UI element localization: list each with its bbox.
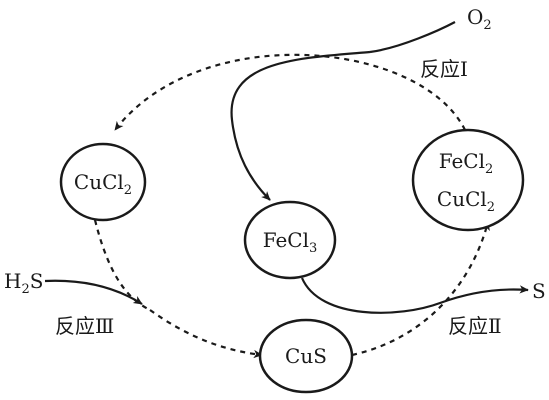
dashed-arc-bottom-right (351, 221, 490, 357)
h2s-input-arrow (44, 279, 143, 305)
cucl2-mixed-subscript: 2 (487, 200, 495, 215)
reaction-1-label: 反应Ⅰ (420, 57, 468, 81)
cucl2-mixed-formula: CuCl (437, 187, 487, 211)
node-cucl2: CuCl2 (59, 142, 147, 222)
h2s-label: H2S (4, 269, 43, 297)
sulfur-output-arrow (300, 277, 529, 314)
svg-text:FeCl3: FeCl3 (263, 228, 318, 256)
cus-formula: CuS (285, 344, 327, 368)
svg-text:CuCl2: CuCl2 (74, 170, 132, 198)
node-cus: CuS (258, 318, 354, 394)
dashed-arc-top (114, 53, 466, 131)
o2-label: O2 (467, 5, 492, 33)
fecl3-regeneration-arrow (230, 50, 371, 201)
svg-text:FeCl2: FeCl2 (439, 149, 494, 177)
reaction-3-label: 反应Ⅲ (55, 314, 114, 338)
sulfur-label: S (532, 279, 546, 303)
node-fecl2-cucl2: FeCl2 CuCl2 (411, 128, 525, 232)
cucl2-subscript: 2 (124, 183, 132, 198)
svg-text:CuCl2: CuCl2 (437, 187, 495, 215)
cucl2-formula: CuCl (74, 170, 124, 194)
node-fecl3: FeCl3 (243, 200, 337, 280)
reaction-2-label: 反应Ⅱ (448, 314, 502, 338)
dashed-arc-left (93, 219, 151, 311)
dashed-arc-bottom-left (149, 309, 263, 359)
fecl2-formula: FeCl (439, 149, 485, 173)
fecl3-formula: FeCl (263, 228, 309, 252)
fecl3-subscript: 3 (309, 241, 317, 256)
o2-input-arrow (369, 21, 456, 54)
fecl2-subscript: 2 (485, 162, 493, 177)
